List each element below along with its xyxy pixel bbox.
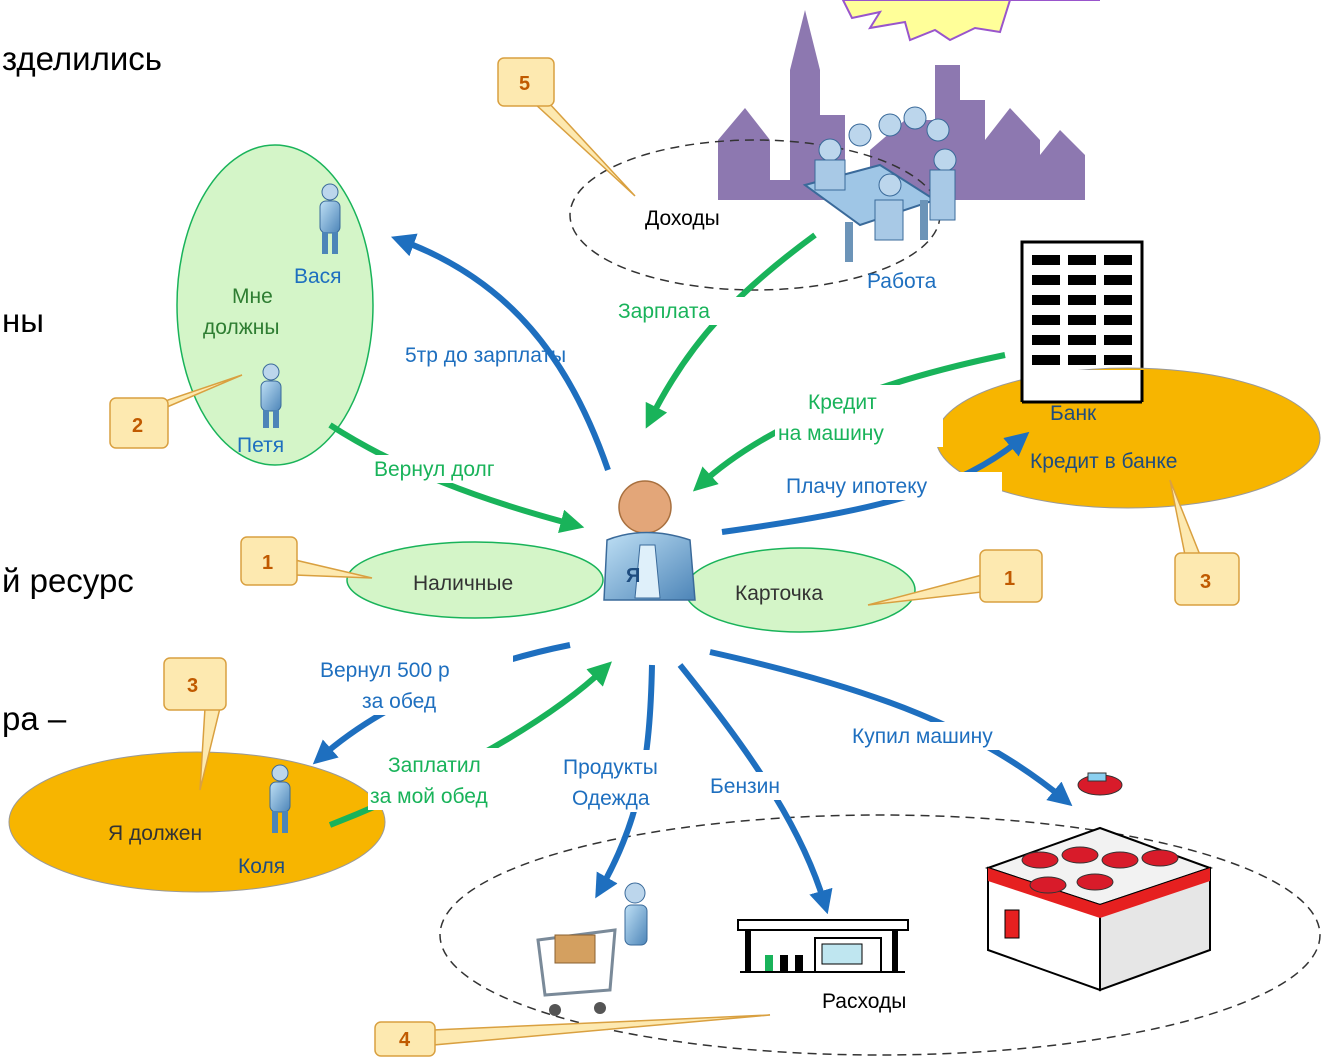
bank-credit-label: Кредит в банке [1030, 450, 1177, 473]
petya-label: Петя [237, 434, 284, 457]
debtors-label-line2: должны [203, 316, 279, 339]
flow-groceries-line1: Продукты [563, 756, 658, 779]
flow-fuel: Бензин [710, 775, 780, 798]
side-text-3: й ресурс [2, 562, 134, 599]
flow-loan-5k: 5тр до зарплаты [405, 344, 566, 367]
flow-returned-debt: Вернул долг [374, 458, 495, 481]
callout-2: 2 [109, 374, 243, 449]
callout-2-label: 2 [132, 415, 143, 437]
kolya-person-icon [269, 764, 291, 833]
meeting-table-icon [802, 106, 957, 262]
cash-ellipse [346, 541, 604, 619]
callout-4-label: 4 [399, 1029, 411, 1051]
callout-4: 4 [374, 1014, 771, 1057]
flow-paid-lunch: Заплатил за мой обед [370, 754, 488, 808]
callout-5-label: 5 [519, 73, 530, 95]
callout-1-right-label: 1 [1004, 568, 1015, 590]
shopping-cart-icon [536, 882, 648, 1016]
flow-paid-lunch-line1: Заплатил [388, 754, 481, 777]
flow-mortgage: Плачу ипотеку [786, 475, 928, 498]
expenses-ellipse [439, 814, 1321, 1056]
callout-3-right-label: 3 [1200, 571, 1211, 593]
flow-groceries-clothes: Продукты Одежда [563, 756, 664, 810]
callout-1-left: 1 [240, 536, 373, 586]
flow-car-credit: Кредит на машину [778, 391, 884, 445]
i-owe-ellipse [8, 751, 386, 893]
gas-station-icon [737, 919, 909, 973]
flow-bought-car: Купил машину [852, 725, 993, 748]
car-icon [1077, 772, 1123, 796]
burst-shape [841, 0, 1100, 42]
callout-1-left-label: 1 [262, 552, 273, 574]
i-owe-label: Я должен [108, 822, 202, 845]
bank-label: Банк [1050, 402, 1097, 425]
callout-3-right: 3 [1169, 479, 1240, 606]
expenses-label: Расходы [822, 990, 906, 1013]
vasya-person-icon [319, 183, 341, 254]
car-dealership-icon [984, 826, 1214, 992]
side-text-1: зделились [2, 40, 162, 77]
side-text-4: ра – [2, 700, 67, 737]
petya-person-icon [260, 363, 282, 428]
arrow-bought-car [709, 649, 1073, 807]
city-skyline-icon [718, 10, 1085, 200]
arrow-loan-5k [390, 233, 611, 471]
flow-returned-500: Вернул 500 р за обед [320, 659, 455, 713]
card-label: Карточка [735, 582, 823, 605]
cash-label: Наличные [413, 572, 513, 595]
work-label: Работа [867, 270, 937, 293]
flow-returned-500-line2: за обед [362, 690, 436, 713]
callout-3-left: 3 [163, 657, 227, 791]
side-text-2: ны [2, 302, 44, 339]
vasya-label: Вася [294, 265, 342, 288]
income-label: Доходы [645, 207, 720, 230]
debtors-label: Мне должны [203, 285, 279, 339]
flow-paid-lunch-line2: за мой обед [370, 785, 488, 808]
me-label: Я [626, 565, 640, 587]
flow-car-credit-line1: Кредит [808, 391, 877, 414]
kolya-label: Коля [238, 855, 285, 878]
flow-car-credit-line2: на машину [778, 422, 884, 445]
callout-3-left-label: 3 [187, 675, 198, 697]
flow-salary: Зарплата [618, 300, 710, 323]
callout-1-right: 1 [867, 549, 1043, 606]
flow-returned-500-line1: Вернул 500 р [320, 659, 450, 682]
flow-groceries-line2: Одежда [572, 787, 650, 810]
debtors-label-line1: Мне [232, 285, 273, 308]
me-person-icon [603, 480, 696, 601]
callout-5: 5 [497, 57, 636, 197]
